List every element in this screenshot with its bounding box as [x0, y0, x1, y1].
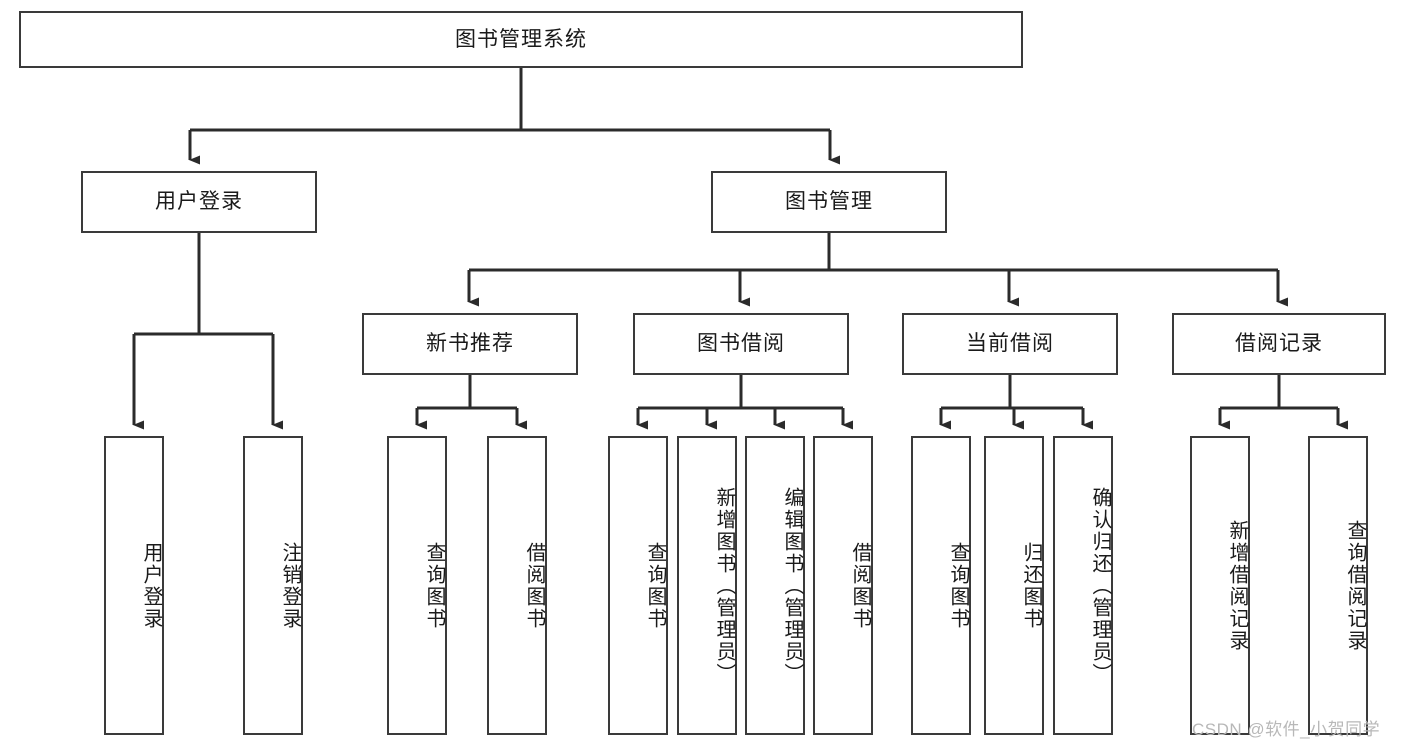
node-level3-label: 当前借阅	[966, 332, 1054, 356]
node-leaf-2[interactable]: 注销登录	[243, 436, 303, 735]
node-leaf-12[interactable]: 新增借阅记录	[1190, 436, 1250, 735]
node-level2-label: 用户登录	[155, 190, 243, 214]
node-leaf-6[interactable]: 新增图书（管理员）	[677, 436, 737, 735]
node-leaf-label: 借阅图书	[849, 541, 871, 630]
node-leaf-1[interactable]: 用户登录	[104, 436, 164, 735]
node-level3-label: 图书借阅	[697, 332, 785, 356]
node-leaf-label: 注销登录	[279, 541, 301, 630]
node-leaf-label: 查询图书	[423, 541, 445, 630]
node-leaf-label: 用户登录	[140, 541, 162, 630]
node-leaf-label: 查询借阅记录	[1344, 519, 1366, 652]
node-level2-2[interactable]: 图书管理	[711, 171, 947, 233]
node-leaf-label: 查询图书	[947, 541, 969, 630]
node-leaf-9[interactable]: 查询图书	[911, 436, 971, 735]
node-level3-label: 新书推荐	[426, 332, 514, 356]
node-level2-1[interactable]: 用户登录	[81, 171, 317, 233]
node-root-label: 图书管理系统	[455, 27, 587, 51]
watermark: CSDN @软件_小贺同学	[1192, 720, 1381, 739]
node-leaf-11[interactable]: 确认归还（管理员）	[1053, 436, 1113, 735]
node-leaf-label: 新增图书（管理员）	[713, 486, 735, 685]
node-leaf-label: 借阅图书	[523, 541, 545, 630]
node-level3-label: 借阅记录	[1235, 332, 1323, 356]
node-leaf-4[interactable]: 借阅图书	[487, 436, 547, 735]
node-leaf-label: 归还图书	[1020, 541, 1042, 630]
node-level2-label: 图书管理	[785, 190, 873, 214]
node-leaf-3[interactable]: 查询图书	[387, 436, 447, 735]
node-level3-2[interactable]: 图书借阅	[633, 313, 849, 375]
node-leaf-13[interactable]: 查询借阅记录	[1308, 436, 1368, 735]
node-level3-1[interactable]: 新书推荐	[362, 313, 578, 375]
node-level3-3[interactable]: 当前借阅	[902, 313, 1118, 375]
node-leaf-label: 确认归还（管理员）	[1089, 486, 1111, 685]
node-leaf-5[interactable]: 查询图书	[608, 436, 668, 735]
node-leaf-10[interactable]: 归还图书	[984, 436, 1044, 735]
node-leaf-7[interactable]: 编辑图书（管理员）	[745, 436, 805, 735]
node-leaf-8[interactable]: 借阅图书	[813, 436, 873, 735]
node-leaf-label: 查询图书	[644, 541, 666, 630]
node-leaf-label: 编辑图书（管理员）	[781, 486, 803, 685]
node-level3-4[interactable]: 借阅记录	[1172, 313, 1386, 375]
node-leaf-label: 新增借阅记录	[1226, 519, 1248, 652]
node-root[interactable]: 图书管理系统	[19, 11, 1023, 68]
